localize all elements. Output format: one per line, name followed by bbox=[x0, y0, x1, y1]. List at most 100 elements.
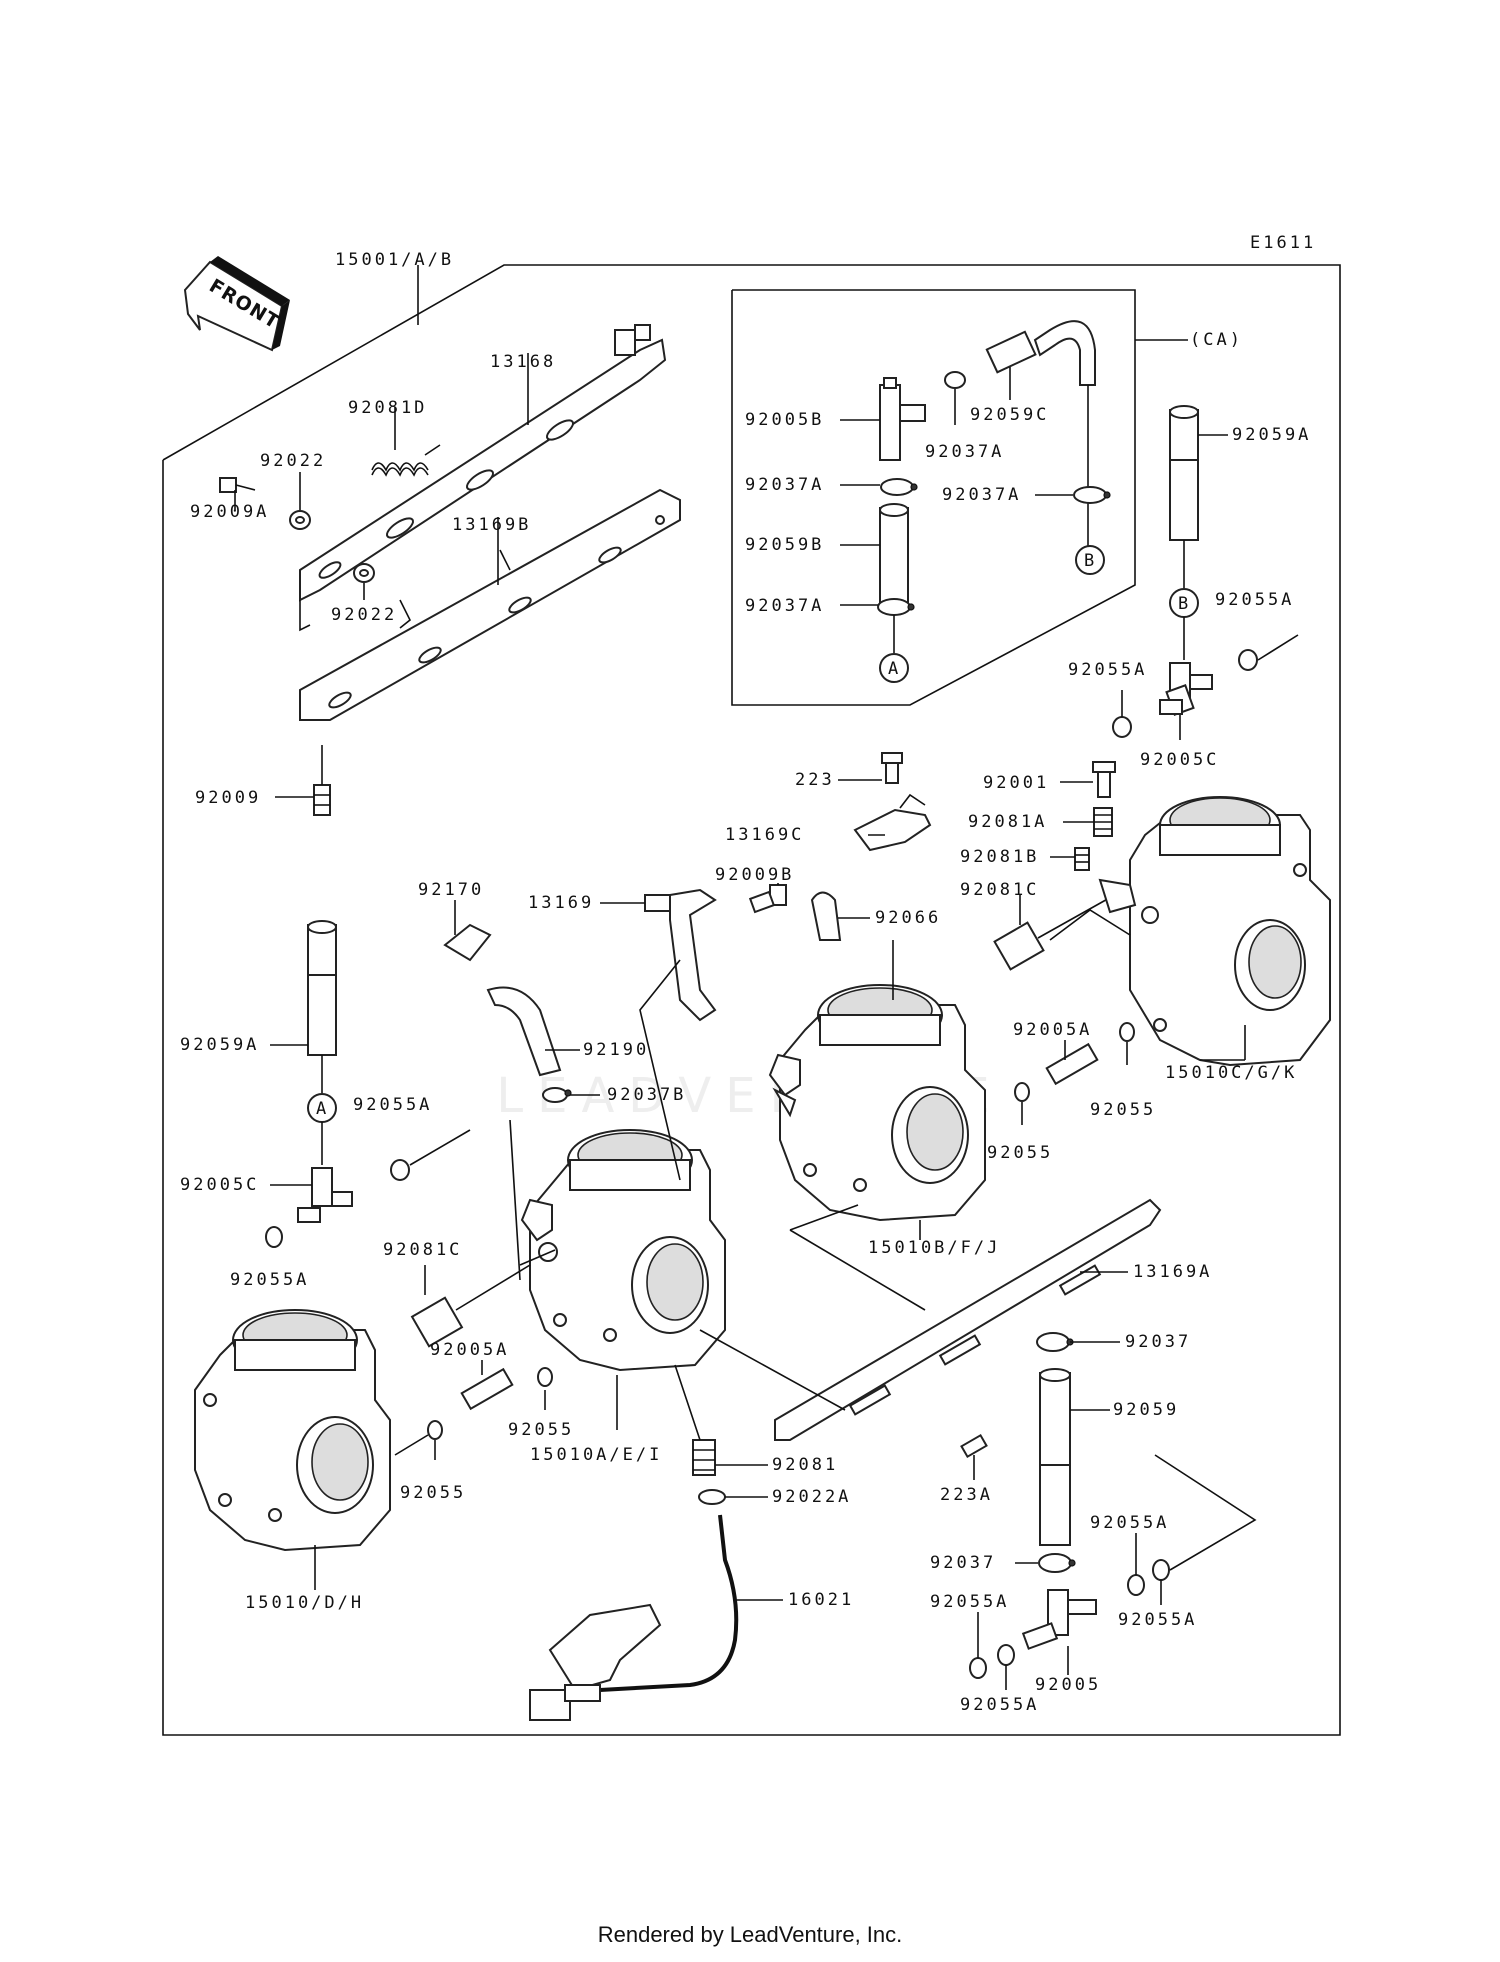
label-15010a-e-i: 15010A/E/I bbox=[530, 1445, 662, 1465]
carburetor-15010 bbox=[194, 1309, 391, 1552]
o-ring-92055-right-a bbox=[1119, 1022, 1135, 1042]
label-92037-lower: 92037 bbox=[930, 1553, 996, 1573]
clip-92170 bbox=[443, 923, 492, 962]
label-92081c-left: 92081C bbox=[383, 1240, 462, 1260]
label-92037a-ca-small: 92037A bbox=[925, 442, 1004, 462]
front-arrow-icon: FRONT bbox=[183, 256, 290, 352]
label-92059c: 92059C bbox=[970, 405, 1049, 425]
label-16021: 16021 bbox=[788, 1590, 854, 1610]
label-92055-center: 92055 bbox=[508, 1420, 574, 1440]
clip-92037-lower bbox=[1038, 1553, 1076, 1573]
callout-b-ca: B bbox=[1075, 545, 1105, 575]
carburetor-15010a bbox=[520, 1129, 726, 1372]
carburetor-15010b bbox=[768, 984, 986, 1222]
callout-a-ca-text: A bbox=[888, 659, 898, 679]
callout-a-ca: A bbox=[879, 653, 909, 683]
label-92190: 92190 bbox=[583, 1040, 649, 1060]
bracket-13169c bbox=[853, 793, 932, 852]
joint-92005c-left bbox=[297, 1167, 353, 1223]
label-92059a-right: 92059A bbox=[1232, 425, 1311, 445]
screw-92009a bbox=[219, 477, 256, 493]
label-13169a: 13169A bbox=[1133, 1262, 1212, 1282]
o-ring-92055-right-b bbox=[1014, 1082, 1030, 1102]
label-92081: 92081 bbox=[772, 1455, 838, 1475]
label-92005a-right: 92005A bbox=[1013, 1020, 1092, 1040]
tube-92059a-left bbox=[307, 920, 337, 1093]
callout-b-ca-text: B bbox=[1084, 551, 1094, 571]
label-92170: 92170 bbox=[418, 880, 484, 900]
label-92022-upper: 92022 bbox=[260, 451, 326, 471]
bracket-13169b bbox=[299, 488, 681, 721]
label-92081a: 92081A bbox=[968, 812, 1047, 832]
o-ring-92055a-lower-1 bbox=[1127, 1574, 1145, 1596]
o-ring-92055-center bbox=[537, 1367, 553, 1387]
label-13169b: 13169B bbox=[452, 515, 531, 535]
callout-a-left-text: A bbox=[316, 1099, 326, 1119]
label-92055-right-a: 92055 bbox=[1090, 1100, 1156, 1120]
throttle-cable-16021 bbox=[529, 1514, 739, 1721]
label-92037a-3: 92037A bbox=[942, 485, 1021, 505]
clip-92037a-ca-1 bbox=[880, 478, 918, 496]
carburetor-15010c bbox=[1098, 796, 1331, 1067]
joint-92005a-right bbox=[1045, 1042, 1099, 1086]
joint-92005a-left bbox=[460, 1367, 514, 1411]
washer-92022a bbox=[698, 1489, 726, 1505]
bracket-13169 bbox=[644, 888, 717, 1022]
joint-92005b bbox=[879, 377, 926, 461]
o-ring-92055-left-carb bbox=[394, 1420, 443, 1456]
label-92055a-lower-4: 92055A bbox=[960, 1695, 1039, 1715]
tube-92059c bbox=[985, 320, 1096, 555]
footer-credit: Rendered by LeadVenture, Inc. bbox=[597, 1922, 903, 1947]
screw-92009b bbox=[748, 884, 787, 914]
tube-92059 bbox=[1039, 1368, 1071, 1546]
label-92055-left-carb: 92055 bbox=[400, 1483, 466, 1503]
washer-92022-upper bbox=[289, 510, 311, 530]
label-13168: 13168 bbox=[490, 352, 556, 372]
label-92005c-right: 92005C bbox=[1140, 750, 1219, 770]
clip-92037a-ca-small bbox=[944, 371, 966, 389]
label-92037b: 92037B bbox=[607, 1085, 686, 1105]
label-223a: 223A bbox=[940, 1485, 993, 1505]
label-92037a-2: 92037A bbox=[745, 596, 824, 616]
clip-92037a-ca-3 bbox=[1073, 486, 1111, 504]
label-15010b-f-j: 15010B/F/J bbox=[868, 1238, 1000, 1258]
tube-92059b bbox=[879, 503, 909, 604]
label-92022a: 92022A bbox=[772, 1487, 851, 1507]
joint-92005 bbox=[1021, 1589, 1097, 1650]
callout-a-left: A bbox=[307, 1093, 337, 1165]
clip-92037b bbox=[542, 1087, 572, 1103]
label-15001-a-b: 15001/A/B bbox=[335, 250, 454, 270]
label-92081d: 92081D bbox=[348, 398, 427, 418]
o-ring-92055a-lower-4 bbox=[997, 1644, 1015, 1666]
label-92059b: 92059B bbox=[745, 535, 824, 555]
joint-92005c-right bbox=[1159, 662, 1213, 716]
label-ca: (CA) bbox=[1190, 330, 1243, 350]
callout-b-right-text: B bbox=[1178, 594, 1188, 614]
label-92055a-right-2: 92055A bbox=[1215, 590, 1294, 610]
hose-92190 bbox=[486, 986, 562, 1077]
label-92059: 92059 bbox=[1113, 1400, 1179, 1420]
o-ring-92055a-lower-3 bbox=[969, 1657, 987, 1679]
label-92022-lower: 92022 bbox=[331, 605, 397, 625]
label-92066: 92066 bbox=[875, 908, 941, 928]
clip-92037-upper bbox=[1036, 1332, 1074, 1352]
label-92037-upper: 92037 bbox=[1125, 1332, 1191, 1352]
callout-b-right: B bbox=[1169, 588, 1199, 660]
spring-92081c-left bbox=[410, 1264, 531, 1348]
label-92005a-left: 92005A bbox=[430, 1340, 509, 1360]
label-92059a-left: 92059A bbox=[180, 1035, 259, 1055]
o-ring-92055a-right-2 bbox=[1238, 634, 1299, 671]
o-ring-92055a-right-1 bbox=[1112, 716, 1132, 738]
label-92055a-right-1: 92055A bbox=[1068, 660, 1147, 680]
cap-92066 bbox=[810, 891, 842, 941]
label-92009a: 92009A bbox=[190, 502, 269, 522]
screw-223 bbox=[881, 752, 903, 784]
o-ring-92055a-lower-2 bbox=[1152, 1559, 1170, 1581]
ca-sub-box bbox=[731, 289, 1136, 706]
label-92005c-left: 92005C bbox=[180, 1175, 259, 1195]
bracket-13169a bbox=[774, 1198, 1162, 1441]
diagram-code: E1611 bbox=[1250, 233, 1316, 253]
assembly-outline bbox=[162, 264, 1341, 1736]
label-92037a-1: 92037A bbox=[745, 475, 824, 495]
